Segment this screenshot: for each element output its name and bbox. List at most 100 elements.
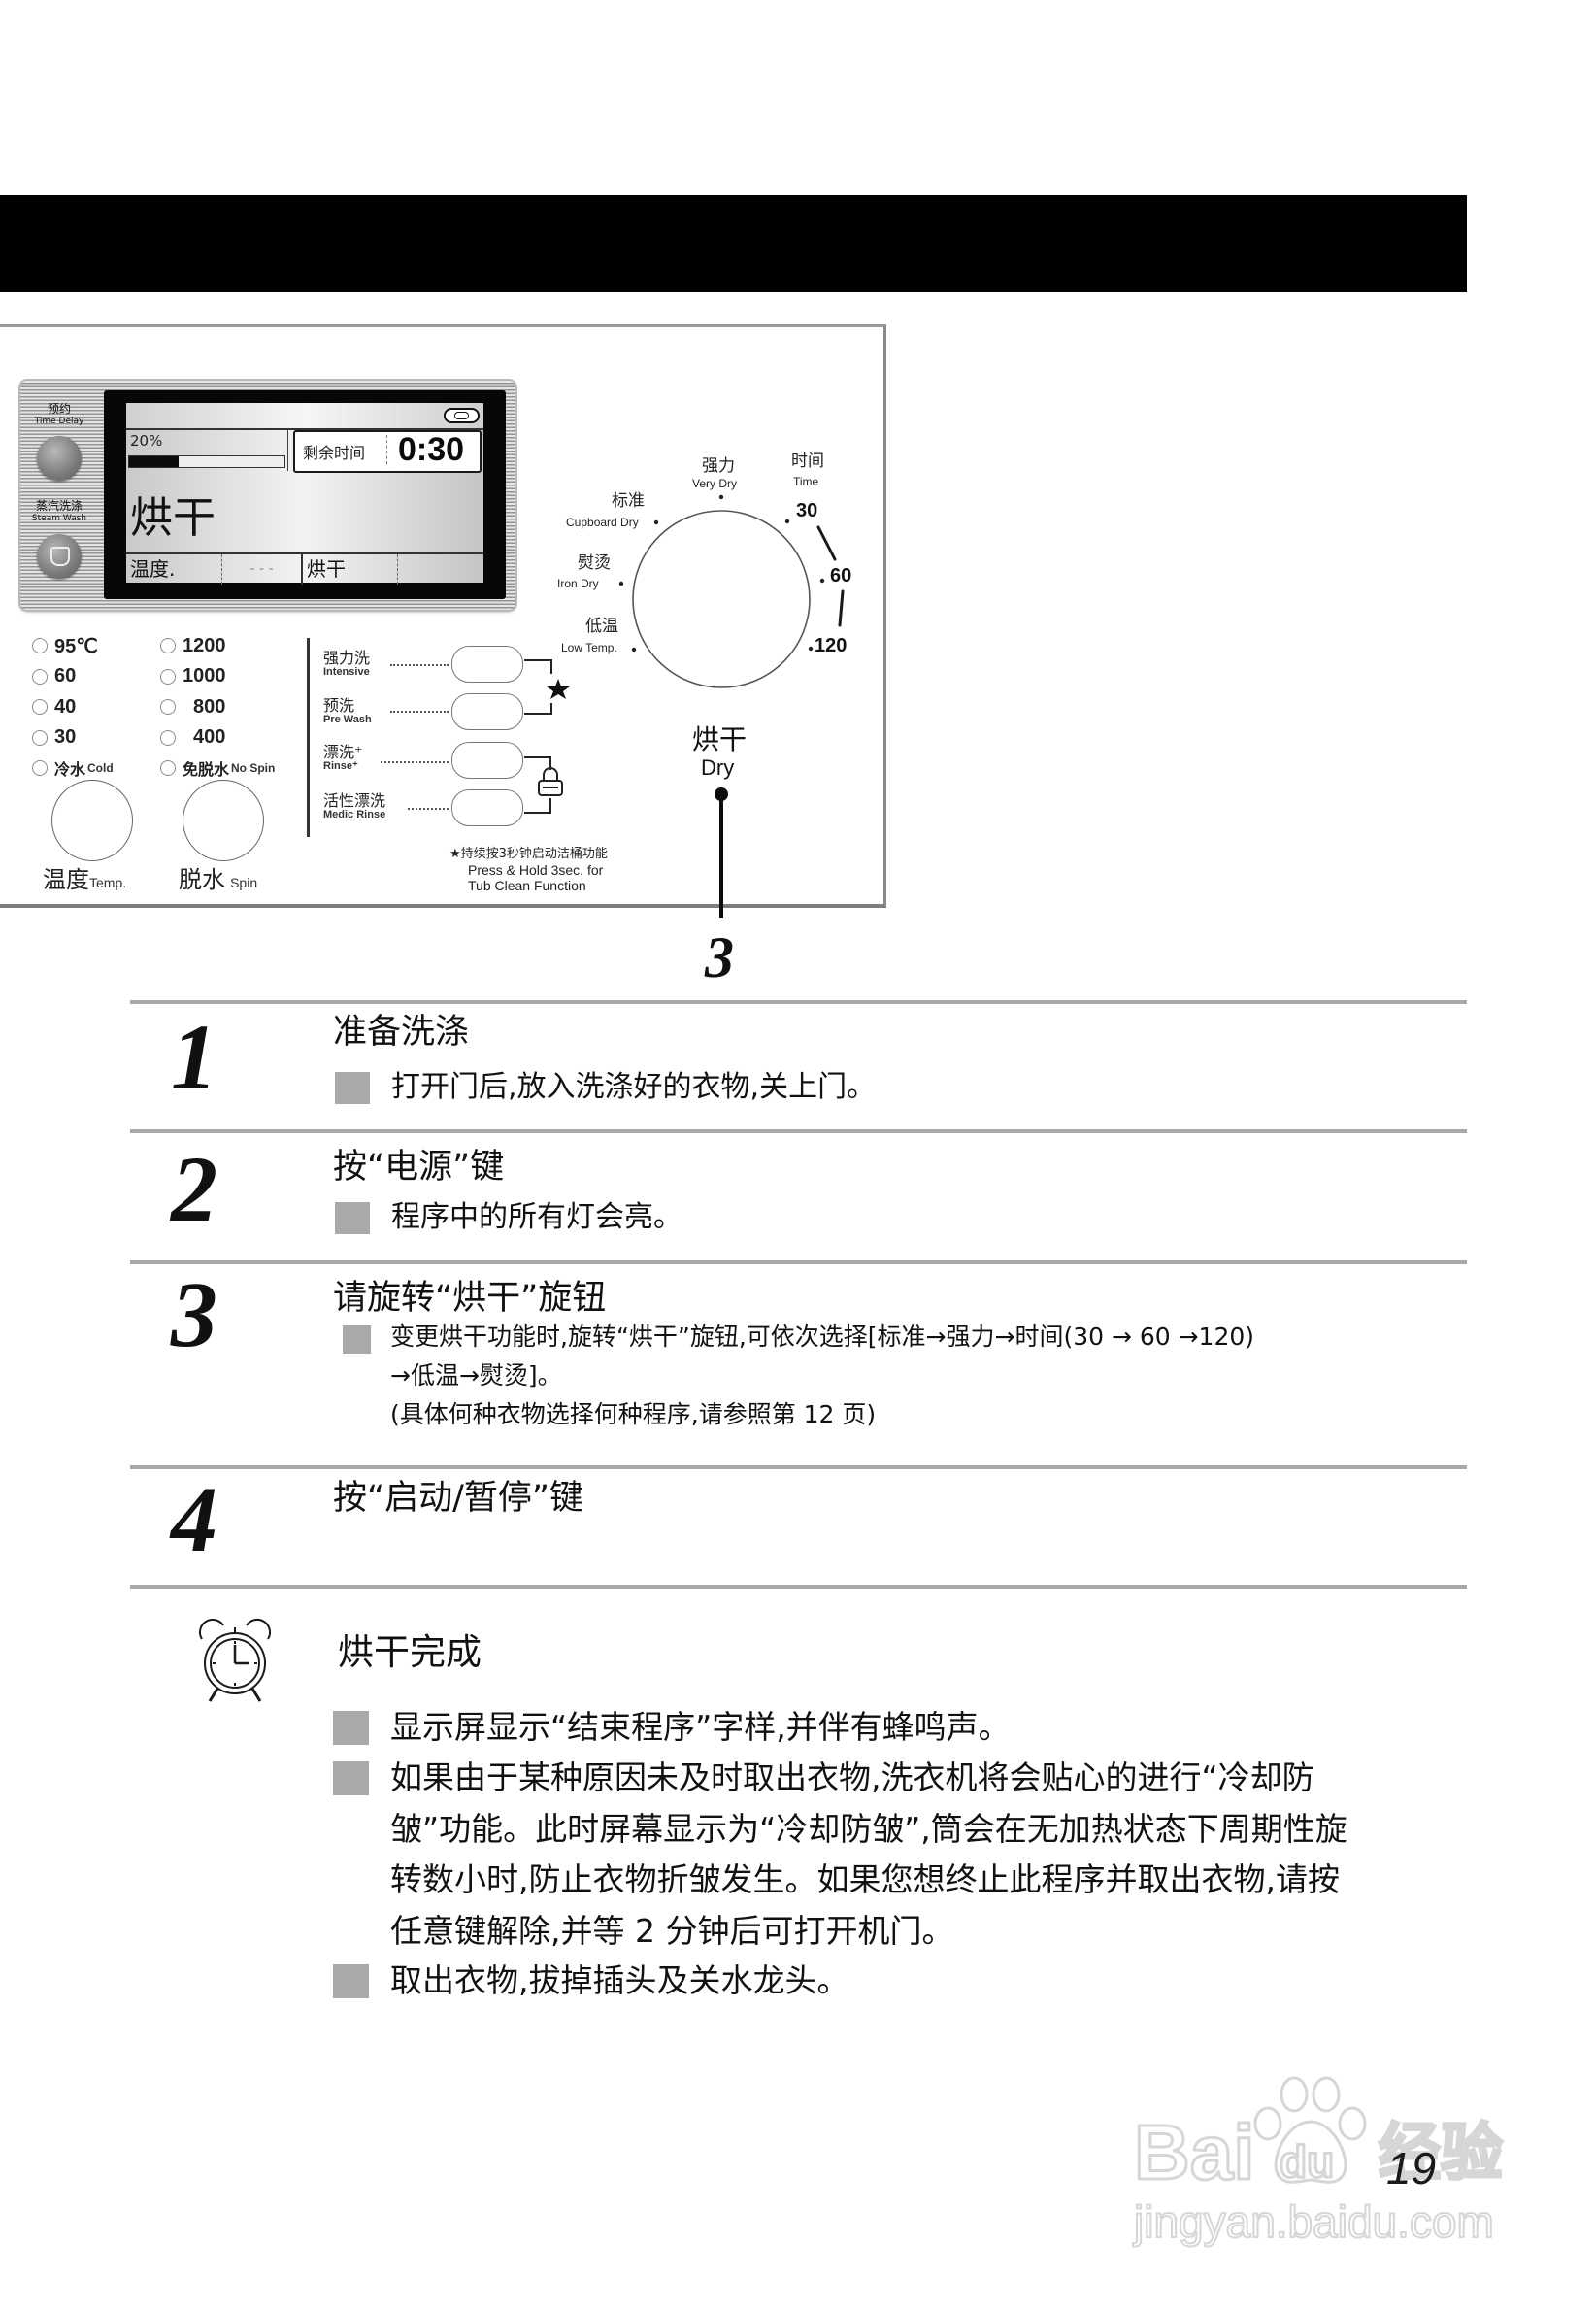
temperature-option: 40 [32,696,114,718]
step-number: 2 [171,1137,217,1241]
bullet-square-icon [335,1202,370,1234]
step-body-line: 变更烘干功能时,旋转“烘干”旋钮,可依次选择[标准→强力→时间(30 → 60 … [390,1322,1255,1351]
rinse-plus-button [451,742,523,779]
completion-body-line: 如果由于某种原因未及时取出衣物,洗衣机将会贴心的进行“冷却防 [390,1758,1314,1796]
panel-divider [307,638,310,837]
step-body-line: →低温→熨烫]。 [390,1361,562,1389]
option-label-cn: 漂洗⁺ [323,743,363,761]
completion-title: 烘干完成 [338,1631,482,1673]
option-label-cn: 强力洗 [323,649,371,667]
steam-icon [50,547,70,566]
section-divider [130,1260,1467,1264]
watermark-paw-text: du [1278,2136,1335,2187]
dial-low-temp-cn: 低温 [585,617,618,636]
indicator-light-icon [160,699,176,715]
dial-very-dry-cn: 强力 [702,456,735,476]
completion-body-line: 转数小时,防止衣物折皱发生。如果您想终止此程序并取出衣物,请按 [390,1860,1340,1898]
step-body-line: 程序中的所有灯会亮。 [391,1200,682,1234]
option-label-en: Cold [87,761,114,775]
option-label: 95℃ [54,635,98,657]
option-label: 免脱水 [183,762,230,779]
spin-button [183,780,264,861]
indicator-light-icon [32,699,48,715]
step-title: 按“启动/暂停”键 [333,1479,584,1518]
temperature-option: 30 [32,726,114,749]
watermark-product: 经验 [1378,2117,1505,2190]
lcd-status-spin: - - - [222,554,303,585]
lcd-status-row: 温度. - - - 烘干 [126,552,483,585]
dial-time-30: 30 [796,500,818,521]
temperature-label-en: Temp. [89,875,127,890]
dial-time-cn: 时间 [791,452,824,471]
option-label-cn: 预洗 [323,696,355,715]
time-delay-label-cn: 预约 [47,402,71,416]
remaining-time-label: 剩余时间 [303,444,366,462]
progress-bar [128,455,285,468]
remaining-time-box [293,430,482,473]
steam-wash-label-en: Steam Wash [31,514,87,523]
panel-graphics [524,494,845,918]
padlock-icon [538,767,563,796]
option-label-medic-rinse: 活性漂洗 Medic Rinse [323,792,385,820]
step-body-line: (具体何种衣物选择何种程序,请参照第 12 页) [390,1400,877,1428]
dial-iron-dry-en: Iron Dry [557,577,599,590]
child-lock-icon [444,408,480,423]
option-label-en: Rinse⁺ [323,760,358,772]
indicator-light-icon [32,729,48,746]
option-label-en: Medic Rinse [323,809,386,820]
tub-clean-note-en-line2: Tub Clean Function [468,878,586,893]
time-range-lines [816,525,845,627]
spin-button-label: 脱水 Spin [179,860,257,894]
steam-wash-label-cn: 蒸汽洗涤 [35,499,83,513]
temperature-option: 95℃ [32,635,114,657]
option-label: 1200 [183,634,226,656]
dry-dial-label-cn: 烘干 [692,723,748,755]
child-lock-bracket [524,756,551,814]
temperature-label-cn: 温度 [43,866,89,893]
lcd-status-dry: 烘干 [303,554,398,585]
dial-position-dots [618,494,825,653]
callout-number: 3 [705,925,734,989]
bullet-square-icon [335,1072,370,1104]
callout-pointer [715,787,728,918]
dial-iron-dry-cn: 熨烫 [578,553,611,573]
paw-icon [1253,2076,1367,2184]
intensive-button [451,646,523,683]
tub-clean-bracket [524,659,552,715]
option-label-en: No Spin [231,761,276,775]
spin-option: 1200 [160,635,275,656]
option-label-rinse-plus: 漂洗⁺ Rinse⁺ [323,744,362,772]
dotted-leader [390,711,449,713]
spin-label-en: Spin [230,875,258,890]
temperature-option: 60 [32,665,114,687]
prewash-button [451,693,523,730]
step-number: 3 [171,1262,217,1366]
star-icon [547,679,570,699]
spin-label-cn: 脱水 [179,866,225,893]
lcd-program-name: 烘干 [130,493,216,543]
indicator-light-icon [160,760,176,776]
temperature-button-label: 温度Temp. [43,860,126,894]
page-number: 19 [1386,2143,1437,2193]
option-label: 冷水 [54,762,86,779]
time-delay-label-en: Time Delay [34,417,84,426]
dial-low-temp-en: Low Temp. [561,641,617,654]
bullet-square-icon [343,1325,371,1354]
step-title: 准备洗涤 [333,1013,470,1052]
bullet-square-icon [333,1711,369,1745]
option-label: 60 [54,665,77,686]
dial-cupboard-dry-en: Cupboard Dry [566,516,639,529]
indicator-light-icon [160,668,176,685]
spin-option: 1000 [160,665,275,687]
option-label: 400 [193,726,226,748]
watermark-brand: Bai [1133,2109,1256,2195]
option-label-en: Intensive [323,666,370,678]
option-label-prewash: 预洗 Pre Wash [323,697,372,725]
dial-time-60: 60 [830,565,852,586]
progress-percent: 20% [130,432,163,450]
completion-body-line: 皱”功能。此时屏幕显示为“冷却防皱”,筒会在无加热状态下周期性旋 [390,1810,1347,1848]
step-title: 按“电源”键 [333,1148,505,1187]
progress-bar-fill [129,456,180,467]
